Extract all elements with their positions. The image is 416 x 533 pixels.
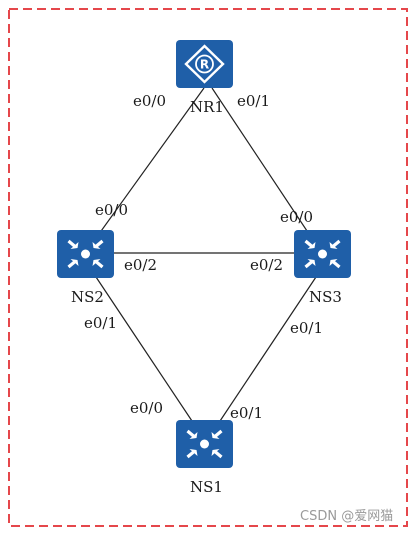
device-name-ns3: NS3 (309, 288, 342, 306)
port-label-ns3-e0-2: e0/2 (250, 256, 283, 274)
dashed-border (8, 8, 408, 527)
device-name-ns2: NS2 (71, 288, 104, 306)
port-label-ns1-e0-0: e0/0 (130, 399, 163, 417)
device-nr1[interactable]: R (176, 40, 233, 88)
switch-icon (186, 429, 223, 459)
port-label-nr1-e0-1: e0/1 (237, 92, 270, 110)
device-ns3[interactable] (294, 230, 351, 278)
link-ns2-ns1 (95, 276, 199, 431)
switch-icon (304, 239, 341, 269)
links-layer (85, 87, 322, 431)
device-ns1[interactable] (176, 420, 233, 468)
router-icon: R (184, 44, 225, 84)
port-label-ns2-e0-2: e0/2 (124, 256, 157, 274)
port-label-ns2-e0-0: e0/0 (95, 201, 128, 219)
port-label-nr1-e0-0: e0/0 (133, 92, 166, 110)
port-label-ns2-e0-1: e0/1 (84, 314, 117, 332)
link-ns3-ns1 (213, 276, 317, 431)
watermark: CSDN @爱网猫 (300, 509, 393, 524)
port-label-ns3-e0-0: e0/0 (280, 208, 313, 226)
svg-text:R: R (200, 58, 209, 72)
link-nr1-ns3 (211, 87, 322, 253)
device-ns2[interactable] (57, 230, 114, 278)
device-name-ns1: NS1 (190, 478, 223, 496)
device-nr1-box (176, 40, 233, 88)
port-label-ns1-e0-1: e0/1 (230, 404, 263, 422)
switch-icon (67, 239, 104, 269)
link-nr1-ns2 (85, 87, 205, 253)
device-name-nr1: NR1 (190, 98, 224, 116)
port-label-ns3-e0-1: e0/1 (290, 319, 323, 337)
